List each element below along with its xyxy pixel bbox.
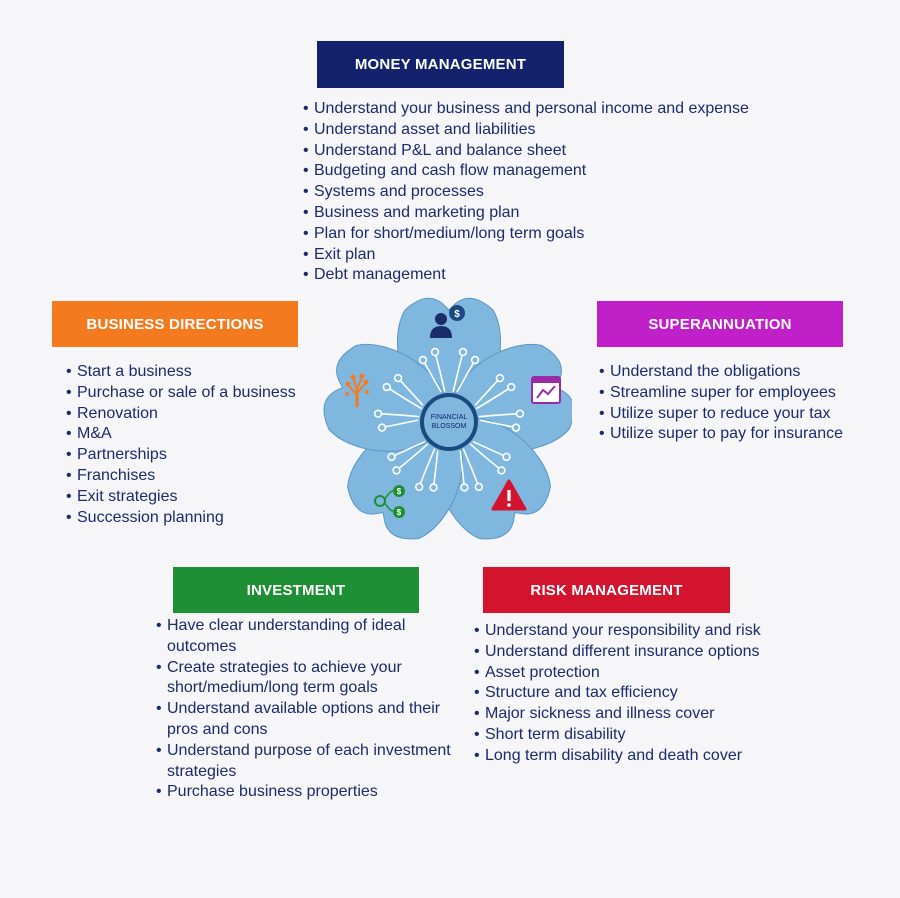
list-item: Major sickness and illness cover	[474, 704, 804, 725]
list-item: Start a business	[66, 362, 316, 383]
petal-node	[458, 347, 468, 357]
list-item: M&A	[66, 424, 316, 445]
petal-node	[373, 409, 383, 418]
list-item: Budgeting and cash flow management	[303, 161, 803, 182]
growth-tree-icon	[345, 373, 369, 407]
petal-node	[382, 382, 391, 392]
list-item: Have clear understanding of ideal outcom…	[156, 616, 468, 658]
petal-node	[414, 482, 424, 492]
svg-text:$: $	[397, 508, 402, 517]
petal-node	[393, 373, 403, 383]
list-item: Understand the obligations	[599, 362, 864, 383]
list-item: Plan for short/medium/long term goals	[303, 224, 803, 245]
list-item: Systems and processes	[303, 182, 803, 203]
investment-list: Have clear understanding of ideal outcom…	[156, 616, 468, 803]
superannuation-header: SUPERANNUATION	[597, 301, 843, 347]
center-label-line2: BLOSSOM	[432, 423, 467, 430]
blossom-veins	[373, 347, 525, 492]
petal-node	[495, 373, 505, 383]
risk-management-list: Understand your responsibility and riskU…	[474, 621, 804, 767]
list-item: Exit plan	[303, 245, 803, 266]
list-item: Business and marketing plan	[303, 203, 803, 224]
warning-icon	[491, 479, 527, 511]
list-item: Understand your responsibility and risk	[474, 621, 804, 642]
petal-node	[497, 466, 506, 475]
financial-blossom-diagram: $ $ $ FINANCIAL BLOSSOM	[323, 297, 572, 540]
list-item: Short term disability	[474, 725, 804, 746]
petal-node	[511, 423, 521, 432]
petal-node	[515, 409, 525, 418]
superannuation-list: Understand the obligationsStreamline sup…	[599, 362, 864, 445]
risk-management-header: RISK MANAGEMENT	[483, 567, 730, 613]
list-item: Purchase business properties	[156, 782, 468, 803]
petal-node	[429, 483, 438, 492]
list-item: Create strategies to achieve your short/…	[156, 658, 468, 700]
list-item: Franchises	[66, 466, 316, 487]
petal-node	[470, 355, 480, 365]
blossom-center	[424, 397, 474, 447]
money-flow-icon: $ $	[374, 485, 405, 518]
list-item: Partnerships	[66, 445, 316, 466]
list-item: Long term disability and death cover	[474, 746, 804, 767]
list-item: Utilize super to reduce your tax	[599, 404, 864, 425]
list-item: Understand different insurance options	[474, 642, 804, 663]
list-item: Utilize super to pay for insurance	[599, 424, 864, 445]
list-item: Understand available options and their p…	[156, 699, 468, 741]
petal-node	[507, 382, 516, 392]
money-management-list: Understand your business and personal in…	[303, 99, 803, 286]
chart-icon	[531, 376, 561, 404]
list-item: Purchase or sale of a business	[66, 383, 316, 404]
petal-node	[392, 466, 401, 475]
petal-node	[474, 482, 484, 492]
investment-header: INVESTMENT	[173, 567, 419, 613]
petal-node	[502, 452, 511, 462]
petal-node	[430, 347, 440, 357]
list-item: Asset protection	[474, 663, 804, 684]
list-item: Renovation	[66, 404, 316, 425]
svg-text:$: $	[454, 309, 460, 320]
person-dollar-icon: $	[430, 305, 465, 338]
blossom-petals	[323, 297, 572, 540]
list-item: Exit strategies	[66, 487, 316, 508]
petal-node	[418, 355, 428, 365]
business-directions-list: Start a businessPurchase or sale of a bu…	[66, 362, 316, 528]
list-item: Streamline super for employees	[599, 383, 864, 404]
list-item: Structure and tax efficiency	[474, 683, 804, 704]
list-item: Debt management	[303, 265, 803, 286]
petal-node	[377, 423, 387, 432]
list-item: Understand asset and liabilities	[303, 120, 803, 141]
list-item: Understand P&L and balance sheet	[303, 141, 803, 162]
center-label-line1: FINANCIAL	[431, 414, 468, 421]
svg-text:$: $	[397, 487, 402, 496]
money-management-header: MONEY MANAGEMENT	[317, 41, 564, 88]
petal-node	[387, 452, 396, 462]
petal	[323, 343, 450, 452]
list-item: Understand your business and personal in…	[303, 99, 803, 120]
business-directions-header: BUSINESS DIRECTIONS	[52, 301, 298, 347]
petal-node	[460, 483, 469, 492]
list-item: Understand purpose of each investment st…	[156, 741, 468, 783]
list-item: Succession planning	[66, 508, 316, 529]
